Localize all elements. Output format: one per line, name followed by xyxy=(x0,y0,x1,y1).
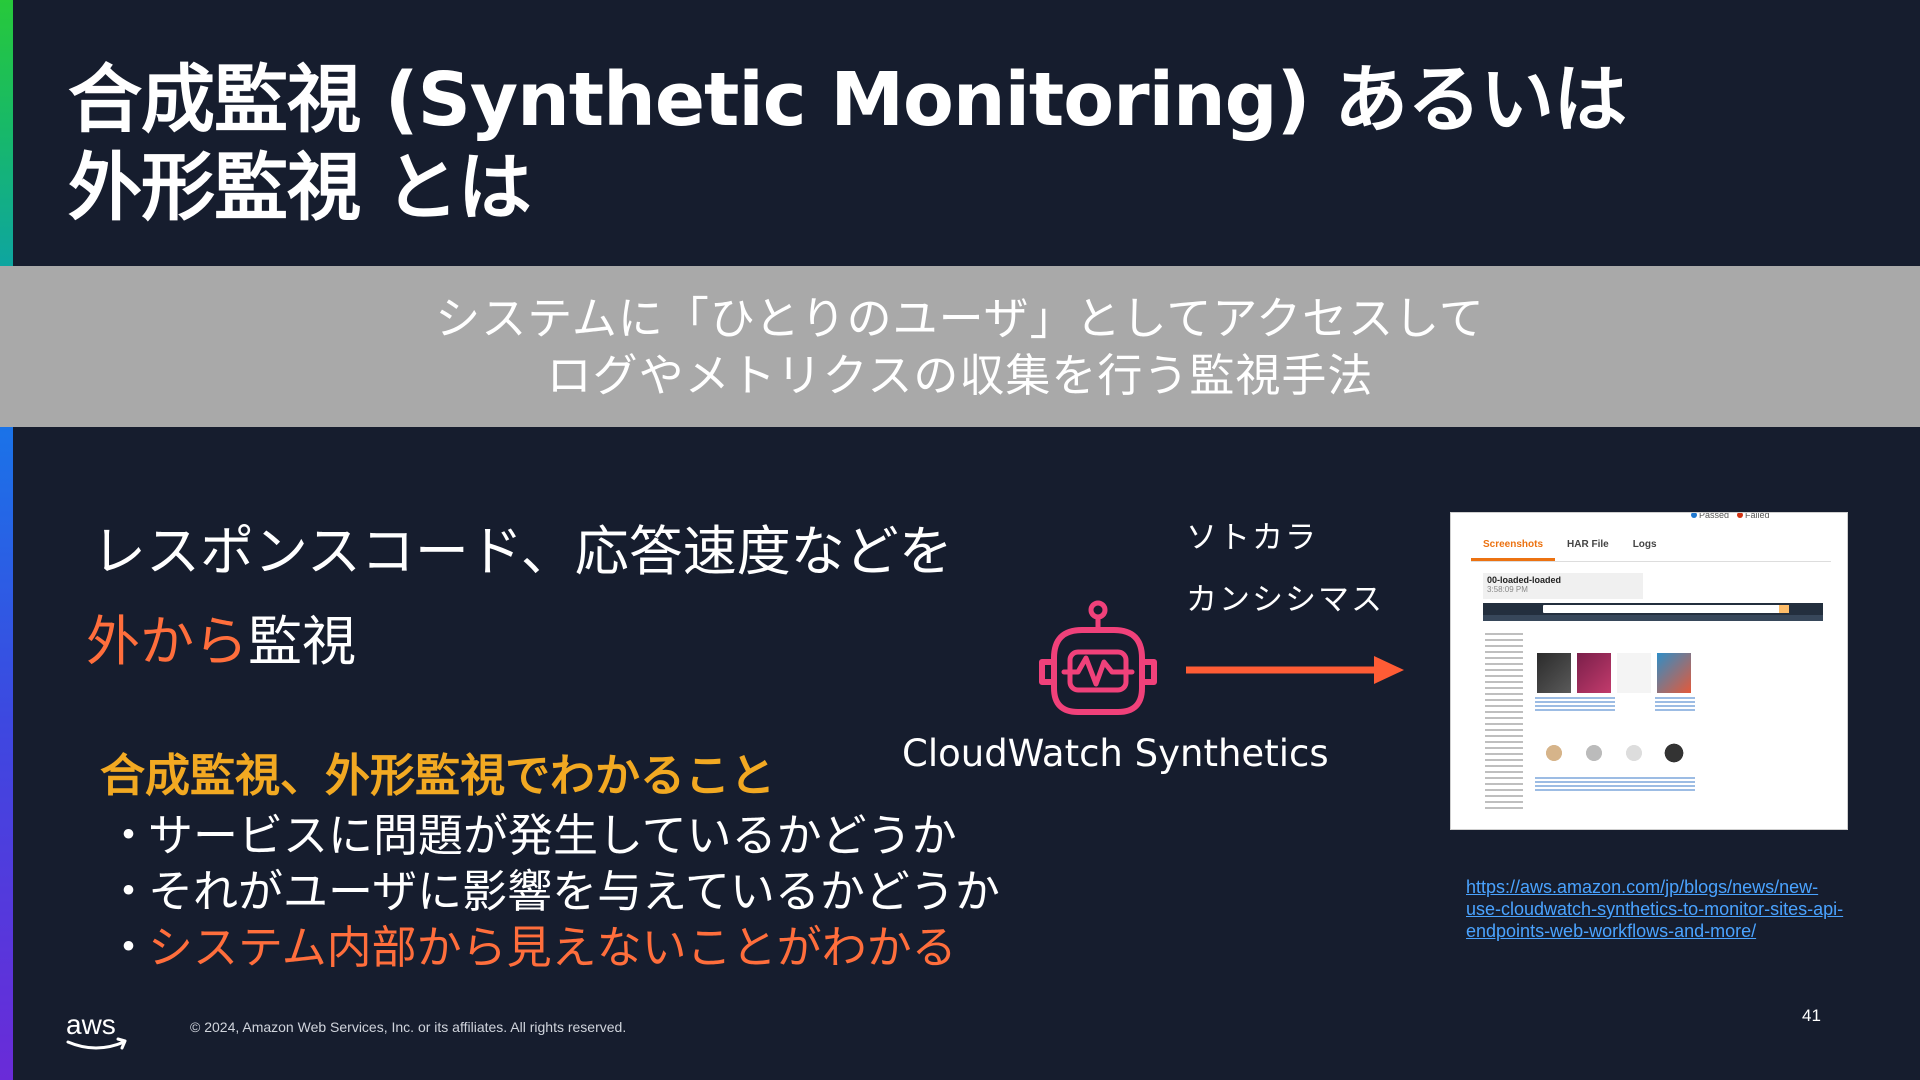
aws-logo-text: aws xyxy=(66,1009,116,1040)
reference-link[interactable]: https://aws.amazon.com/jp/blogs/news/new… xyxy=(1466,876,1876,942)
lead-text: レスポンスコード、応答速度などを xyxy=(92,520,953,583)
failed-dot-icon xyxy=(1737,513,1744,518)
bullet-text: それがユーザに影響を与えているかどうか xyxy=(148,865,1000,918)
product-name: CloudWatch Synthetics xyxy=(902,732,1329,775)
page-number: 41 xyxy=(1802,1006,1821,1025)
screenshot-legend: Passed Failed xyxy=(1691,512,1770,520)
synthetics-robot-icon xyxy=(1039,600,1157,715)
reference-link-line-1: https://aws.amazon.com/jp/blogs/news/new… xyxy=(1466,877,1819,897)
lead-subtext: 外から監視 xyxy=(86,608,356,676)
legend-failed: Failed xyxy=(1745,512,1770,520)
kana-label-line-1: ソトカラ xyxy=(1186,520,1318,556)
kana-label-line-2: カンシシマス xyxy=(1186,582,1384,618)
captured-search-bar xyxy=(1543,605,1783,613)
accent-bar-bottom xyxy=(0,427,13,1080)
captured-search-button xyxy=(1779,605,1789,613)
bullet-marker: ・ xyxy=(106,865,152,918)
product-thumbnail xyxy=(1617,733,1651,773)
aws-logo: aws xyxy=(66,1009,127,1050)
captured-page-header xyxy=(1483,603,1823,615)
synthetics-console-screenshot: Passed Failed Screenshots HAR File Logs 0… xyxy=(1450,512,1848,830)
arrow-right-icon xyxy=(1186,656,1404,684)
slide-title-line-1: 合成監視 (Synthetic Monitoring) あるいは xyxy=(68,57,1627,143)
bullet-marker: ・ xyxy=(106,921,152,974)
captured-page-sidebar xyxy=(1485,633,1523,813)
product-caption xyxy=(1575,777,1615,791)
section-heading: 合成監視、外形監視でわかること xyxy=(100,749,776,802)
tab-logs: Logs xyxy=(1632,539,1657,550)
legend-passed: Passed xyxy=(1699,512,1730,520)
step-time: 3:58:09 PM xyxy=(1487,585,1528,594)
definition-line-2: ログやメトリクスの収集を行う監視手法 xyxy=(546,348,1374,402)
product-thumbnail xyxy=(1577,653,1611,693)
product-thumbnail xyxy=(1617,653,1651,693)
tab-screenshots: Screenshots xyxy=(1471,533,1556,561)
slide-title: 合成監視 (Synthetic Monitoring) あるいは 外形監視 とは xyxy=(68,56,1627,232)
product-thumbnail xyxy=(1657,653,1691,693)
copyright: © 2024, Amazon Web Services, Inc. or its… xyxy=(190,1019,627,1035)
reference-link-line-2: use-cloudwatch-synthetics-to-monitor-sit… xyxy=(1466,899,1844,919)
product-caption xyxy=(1615,777,1655,791)
product-thumbnail xyxy=(1577,733,1611,773)
passed-dot-icon xyxy=(1691,513,1697,518)
screenshot-tabs: Screenshots HAR File Logs xyxy=(1471,533,1831,562)
product-caption xyxy=(1535,777,1575,791)
product-caption xyxy=(1535,697,1575,711)
product-thumbnail xyxy=(1537,653,1571,693)
accent-bar-top xyxy=(0,0,13,266)
list-item: ・それがユーザに影響を与えているかどうか xyxy=(106,864,1000,920)
lead-highlight: 外から xyxy=(86,610,248,673)
bullet-text: システム内部から見えないことがわかる xyxy=(148,921,957,974)
screenshot-step: 00-loaded-loaded 3:58:09 PM xyxy=(1483,573,1643,599)
product-thumbnail xyxy=(1657,733,1691,773)
list-item: ・システム内部から見えないことがわかる xyxy=(106,920,1000,976)
captured-page-nav xyxy=(1483,615,1823,621)
product-caption xyxy=(1655,777,1695,791)
captured-web-page xyxy=(1483,603,1823,823)
step-title: 00-loaded-loaded xyxy=(1487,575,1562,585)
lead-rest: 監視 xyxy=(248,610,356,673)
bullet-marker: ・ xyxy=(106,809,152,862)
tab-har-file: HAR File xyxy=(1567,539,1609,550)
list-item: ・サービスに問題が発生しているかどうか xyxy=(106,808,1000,864)
product-caption xyxy=(1655,697,1695,711)
definition-band: システムに「ひとりのユーザ」としてアクセスして ログやメトリクスの収集を行う監視… xyxy=(0,266,1920,427)
bullet-text: サービスに問題が発生しているかどうか xyxy=(148,809,957,862)
bullet-list: ・サービスに問題が発生しているかどうか ・それがユーザに影響を与えているかどうか… xyxy=(106,808,1000,976)
reference-link-line-3: endpoints-web-workflows-and-more/ xyxy=(1466,921,1757,941)
slide-title-line-2: 外形監視 とは xyxy=(68,145,532,231)
product-caption xyxy=(1575,697,1615,711)
product-thumbnail xyxy=(1537,733,1571,773)
definition-line-1: システムに「ひとりのユーザ」としてアクセスして xyxy=(435,291,1485,345)
